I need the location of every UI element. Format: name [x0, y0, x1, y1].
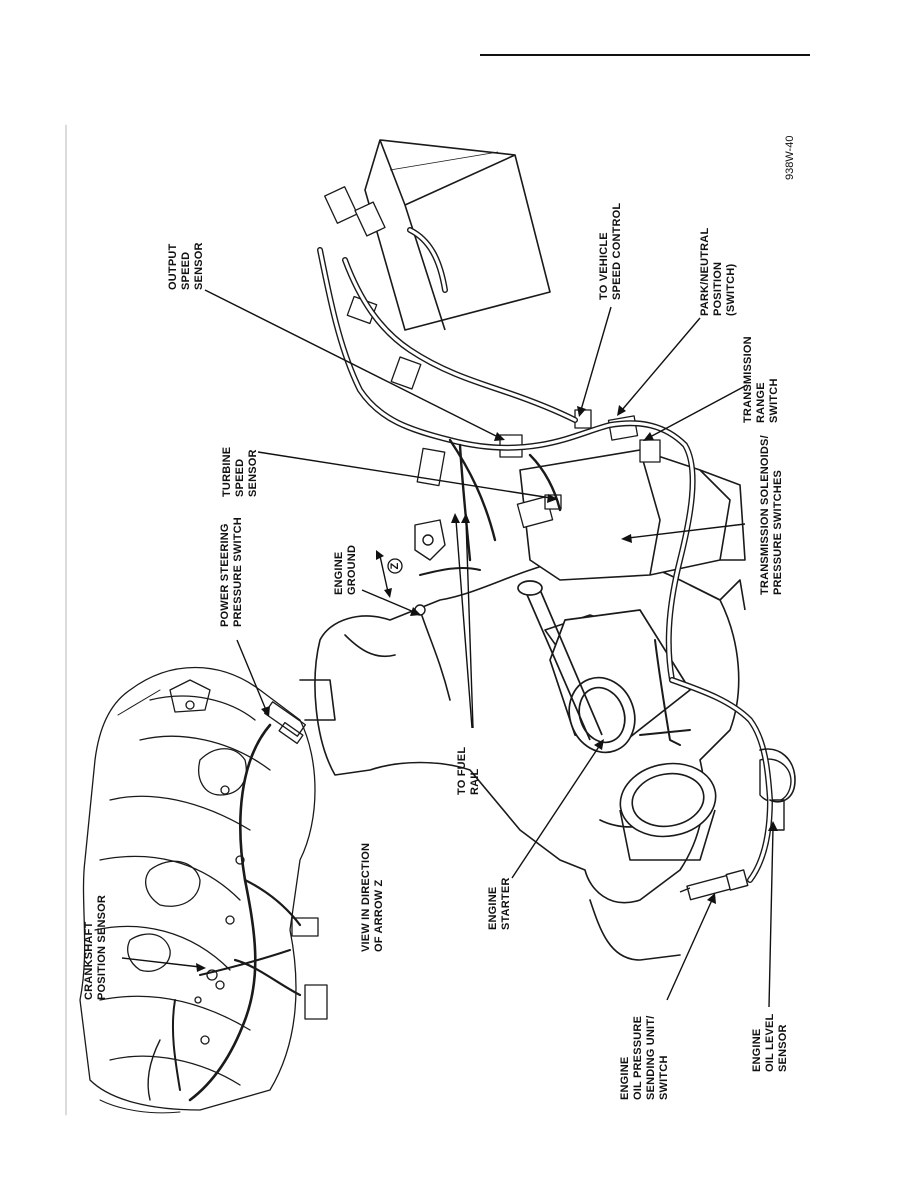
label-trans-range-line1: TRANSMISSION — [742, 336, 754, 423]
module-box — [364, 139, 551, 331]
figure-id: 938W-40 — [784, 136, 796, 180]
label-vehicle-speed-line1: TO VEHICLE — [598, 232, 610, 300]
label-fuel-rail-line1: TO FUEL — [456, 747, 468, 795]
label-crankshaft: CRANKSHAFT POSITION SENSOR — [83, 895, 108, 1000]
label-engine-ground: ENGINE GROUND — [333, 545, 358, 595]
oil-filter — [619, 762, 717, 861]
label-oil-pressure-line1: ENGINE — [619, 1057, 631, 1100]
label-engine-ground-line1: ENGINE — [333, 552, 345, 595]
label-trans-range-line3: SWITCH — [768, 378, 780, 423]
ground-bracket — [414, 519, 446, 616]
label-vehicle-speed: TO VEHICLE SPEED CONTROL — [598, 203, 623, 300]
label-oil-pressure-line4: SWITCH — [658, 1055, 670, 1100]
label-fuel-rail: TO FUEL RAIL — [456, 747, 481, 795]
arrow-z-mark: Z — [376, 550, 403, 598]
label-engine-ground-line2: GROUND — [346, 545, 358, 595]
label-oil-pressure: ENGINE OIL PRESSURE SENDING UNIT/ SWITCH — [619, 1016, 670, 1101]
label-turbine: TURBINE SPEED SENSOR — [221, 447, 259, 497]
header-rule — [480, 54, 810, 56]
transmission-case — [519, 449, 746, 611]
label-oil-level-line2: OIL LEVEL — [764, 1013, 776, 1072]
label-solenoids: TRANSMISSION SOLENOIDS/ PRESSURE SWITCHE… — [759, 435, 784, 595]
wiring-harness — [317, 227, 796, 883]
label-view-arrow: VIEW IN DIRECTION OF ARROW Z — [360, 843, 385, 952]
label-starter-line2: STARTER — [500, 877, 512, 930]
figure-id-text: 938W-40 — [784, 136, 796, 180]
label-trans-range: TRANSMISSION RANGE SWITCH — [742, 336, 780, 423]
label-park-neutral-line1: PARK/NEUTRAL — [699, 228, 711, 316]
label-turbine-line1: TURBINE — [221, 447, 233, 497]
label-power-steering: POWER STEERING PRESSURE SWITCH — [219, 517, 244, 627]
label-crankshaft-line2: POSITION SENSOR — [96, 895, 108, 1000]
inset-engine-view — [65, 124, 328, 1116]
label-vehicle-speed-line2: SPEED CONTROL — [611, 203, 623, 300]
label-view-arrow-line1: VIEW IN DIRECTION — [360, 843, 372, 952]
label-oil-level-line3: SENSOR — [777, 1024, 789, 1072]
label-output-speed: OUTPUT SPEED SENSOR — [167, 242, 205, 290]
label-turbine-line3: SENSOR — [247, 449, 259, 497]
label-solenoids-line1: TRANSMISSION SOLENOIDS/ — [759, 435, 771, 595]
label-oil-pressure-line2: OIL PRESSURE — [632, 1016, 644, 1100]
label-power-steering-line2: PRESSURE SWITCH — [232, 517, 244, 627]
label-fuel-rail-line2: RAIL — [469, 768, 481, 795]
label-oil-level-line1: ENGINE — [751, 1029, 763, 1072]
label-park-neutral: PARK/NEUTRAL POSITION (SWITCH) — [699, 228, 737, 316]
starter-motor — [517, 580, 691, 754]
oil-pressure-sender — [679, 869, 749, 901]
label-starter-line1: ENGINE — [487, 887, 499, 930]
label-turbine-line2: SPEED — [234, 459, 246, 497]
label-solenoids-line2: PRESSURE SWITCHES — [772, 470, 784, 595]
label-trans-range-line2: RANGE — [755, 382, 767, 423]
arrow-z-label: Z — [389, 562, 401, 569]
label-power-steering-line1: POWER STEERING — [219, 523, 231, 627]
label-oil-level: ENGINE OIL LEVEL SENSOR — [751, 1013, 789, 1072]
label-oil-pressure-line3: SENDING UNIT/ — [645, 1016, 657, 1101]
label-starter: ENGINE STARTER — [487, 877, 512, 930]
label-output-speed-line1: OUTPUT — [167, 244, 179, 290]
label-crankshaft-line1: CRANKSHAFT — [83, 922, 95, 1000]
label-park-neutral-line2: POSITION — [712, 262, 724, 316]
leader-lines — [121, 289, 778, 1008]
label-view-arrow-line2: OF ARROW Z — [373, 879, 385, 952]
label-output-speed-line3: SENSOR — [193, 242, 205, 290]
label-output-speed-line2: SPEED — [180, 252, 192, 290]
label-park-neutral-line3: (SWITCH) — [725, 264, 737, 316]
